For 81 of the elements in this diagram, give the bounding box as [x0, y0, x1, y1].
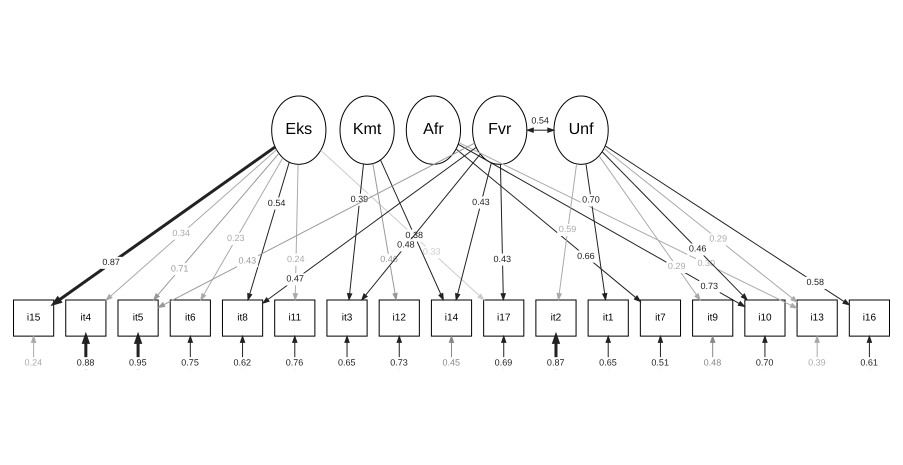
- edge-label: 0.54: [268, 197, 286, 208]
- node-box: i10: [744, 298, 786, 336]
- arrow: [456, 148, 642, 302]
- node-box: i12: [378, 298, 420, 336]
- edge-label: 0.61: [860, 356, 878, 367]
- edge-label: 0.66: [577, 250, 595, 260]
- arrow: [598, 155, 701, 301]
- edge-label: 0.54: [531, 114, 549, 125]
- edge-label: 0.58: [806, 276, 824, 287]
- node-box: it8: [222, 298, 264, 336]
- edge-label: 0.45: [442, 356, 460, 367]
- edge-label: 0.48: [397, 238, 415, 249]
- node-ellipse: Unf: [553, 95, 609, 164]
- node-box: it4: [65, 298, 106, 336]
- node-box: i13: [796, 298, 838, 336]
- node-box: i11: [274, 298, 316, 336]
- edge-label: 0.48: [704, 356, 722, 367]
- edge-label: 0.75: [181, 356, 199, 367]
- edge-label: 0.51: [651, 356, 669, 367]
- edge-label: 0.76: [286, 356, 304, 367]
- edge-label: 0.47: [286, 273, 304, 284]
- arrow: [602, 150, 748, 300]
- node-box: it1: [588, 298, 629, 336]
- arrow: [200, 157, 284, 301]
- arrow: [372, 163, 398, 301]
- edge-label: 0.46: [688, 243, 706, 254]
- node-box: i16: [848, 298, 890, 336]
- edge-label: 0.24: [286, 253, 305, 264]
- edge-label: 0.70: [582, 194, 600, 204]
- edge-label: 0.43: [493, 253, 512, 264]
- node-ellipse: Kmt: [340, 95, 395, 164]
- edge-label: 0.95: [129, 356, 147, 367]
- edge-label: 0.43: [472, 196, 490, 206]
- edge-label: 0.24: [24, 356, 42, 367]
- node-box: it5: [117, 298, 159, 336]
- edge-label: 0.43: [238, 254, 256, 265]
- node-box: it6: [170, 298, 211, 336]
- edge-label: 0.62: [234, 356, 252, 367]
- arrow: [500, 164, 506, 301]
- arrow: [346, 164, 364, 301]
- node-box: i17: [483, 298, 524, 336]
- arrow: [50, 145, 276, 306]
- edge-label: 0.87: [546, 356, 565, 367]
- arrow: [104, 149, 277, 301]
- arrow: [458, 143, 746, 307]
- arrow: [292, 164, 299, 301]
- node-box: it3: [326, 298, 368, 336]
- edge-label: 0.69: [494, 356, 512, 367]
- node-ellipse: Afr: [406, 95, 462, 164]
- edge-label: 0.29: [709, 233, 727, 244]
- edge-label: 0.23: [226, 232, 245, 243]
- arrow: [360, 154, 480, 301]
- edge-label: 0.65: [599, 356, 617, 367]
- edge-label: 0.70: [756, 356, 774, 367]
- edge-label: 0.88: [76, 356, 94, 367]
- arrow: [320, 149, 485, 300]
- edge-label: 0.29: [668, 260, 686, 271]
- arrow: [262, 146, 476, 304]
- node-box: it9: [692, 298, 734, 336]
- arrow: [526, 126, 556, 132]
- edge-label: 0.73: [700, 280, 718, 290]
- edge-label: 0.73: [390, 356, 408, 367]
- arrow: [458, 142, 798, 308]
- node-box: it2: [535, 298, 577, 336]
- arrow: [605, 145, 850, 306]
- edge-label: 0.34: [172, 227, 190, 238]
- node-ellipse: Eks: [271, 95, 326, 164]
- node-box: i15: [13, 298, 54, 336]
- arrow: [586, 164, 608, 301]
- edge-label: 0.65: [338, 356, 356, 367]
- arrow: [157, 142, 475, 308]
- edge-label: 0.87: [102, 256, 120, 267]
- arrow: [152, 152, 280, 300]
- arrow: [247, 162, 290, 301]
- arrow: [604, 148, 798, 302]
- edge-label: 0.39: [808, 356, 826, 367]
- node-box: i14: [430, 298, 472, 336]
- node-box: it7: [640, 298, 682, 336]
- node-ellipse: Fvr: [472, 95, 528, 164]
- edge-label: 0.71: [170, 262, 188, 273]
- edge-label: 0.59: [558, 224, 576, 234]
